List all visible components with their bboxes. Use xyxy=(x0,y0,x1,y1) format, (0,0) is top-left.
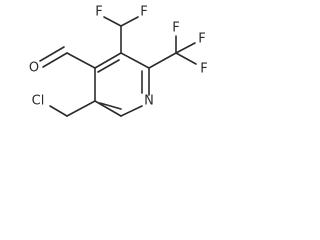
molecule-drawing: F F F F F O N Cl xyxy=(29,5,208,117)
bond-c4-cho xyxy=(66,52,96,69)
bond-chf2-f2 xyxy=(120,16,139,27)
bond-cf3-f5 xyxy=(175,42,196,54)
bond-c2-cf3 xyxy=(148,52,177,69)
bond-c3-c4 xyxy=(94,52,122,69)
bond-c2-c3 xyxy=(120,52,150,69)
atom-f-chf2-left: F xyxy=(95,5,102,20)
atom-cl: Cl xyxy=(32,94,45,109)
bond-cho-o-second xyxy=(39,46,65,62)
bond-c5-c6-inner xyxy=(99,102,122,110)
atom-f-chf2-right: F xyxy=(140,5,147,20)
bonds xyxy=(39,16,197,117)
bond-chf2-f1 xyxy=(103,16,122,27)
atom-o-aldehyde: O xyxy=(29,61,39,76)
atom-labels: F F F F F O N Cl xyxy=(29,5,208,109)
bond-cf3-f4 xyxy=(175,52,197,65)
bond-c5-c6 xyxy=(94,100,122,117)
atom-f-cf3-upper-right: F xyxy=(198,32,205,47)
bond-cho-o xyxy=(42,52,68,68)
bond-c5-ch2 xyxy=(66,100,96,117)
atom-f-cf3-top: F xyxy=(172,21,179,36)
atom-n-ring: N xyxy=(144,94,154,109)
structure-diagram: F F F F F O N Cl xyxy=(0,0,230,154)
bond-ch2-cl xyxy=(49,105,68,117)
bond-c3-c4-inner xyxy=(97,59,120,73)
atom-f-cf3-right: F xyxy=(200,62,207,77)
bond-c6-n xyxy=(120,105,143,117)
